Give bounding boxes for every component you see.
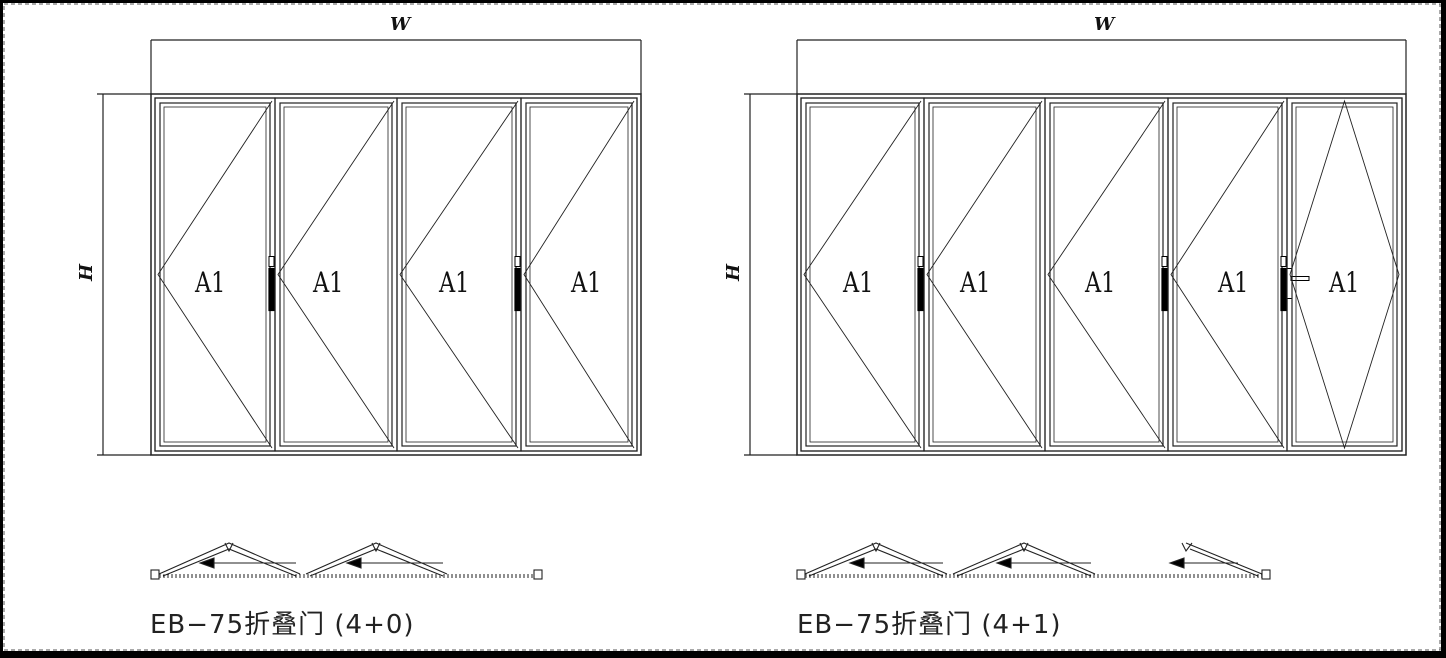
panel-label: A1 [1329,266,1360,299]
panel-label: A1 [1085,266,1116,299]
handle-icon [1161,256,1168,312]
opening-indicator [523,100,635,449]
door-leaf [800,97,925,452]
opening-indicator [803,100,922,449]
opening-indicator [399,100,519,449]
right-panels [800,97,1403,452]
panel-label: A1 [439,266,470,299]
panel-label: A1 [571,266,602,299]
panel-label: A1 [195,266,226,299]
dashed-border [3,3,1441,651]
opening-indicator [1289,99,1400,450]
handle-icon [514,256,521,312]
panel-label: A1 [960,266,991,299]
right-width-label: W [1094,14,1115,35]
left-outer-frame [150,93,642,456]
right-outer-frame [796,93,1407,456]
left-panels [154,97,638,452]
panel-label: A1 [313,266,344,299]
right-caption: EB−75折叠门 (4+1) [797,610,1062,640]
panel-label: A1 [1218,266,1249,299]
handle-icon [268,256,275,312]
opening-indicator [157,100,273,449]
left-height-label: H [76,263,98,282]
right-fold-plan [796,542,1271,580]
opening-indicator [1170,100,1285,449]
opening-indicator [277,100,395,449]
right-height-label: H [723,263,745,282]
panel-label: A1 [843,266,874,299]
left-width-label: W [390,14,411,35]
paper [3,3,1441,651]
left-fold-plan [150,542,543,580]
opening-indicator [1047,100,1166,449]
handle-icon [917,256,924,312]
door-leaf [520,97,638,452]
opening-indicator [926,100,1043,449]
left-caption: EB−75折叠门 (4+0) [150,610,415,640]
door-leaf [1286,97,1403,452]
